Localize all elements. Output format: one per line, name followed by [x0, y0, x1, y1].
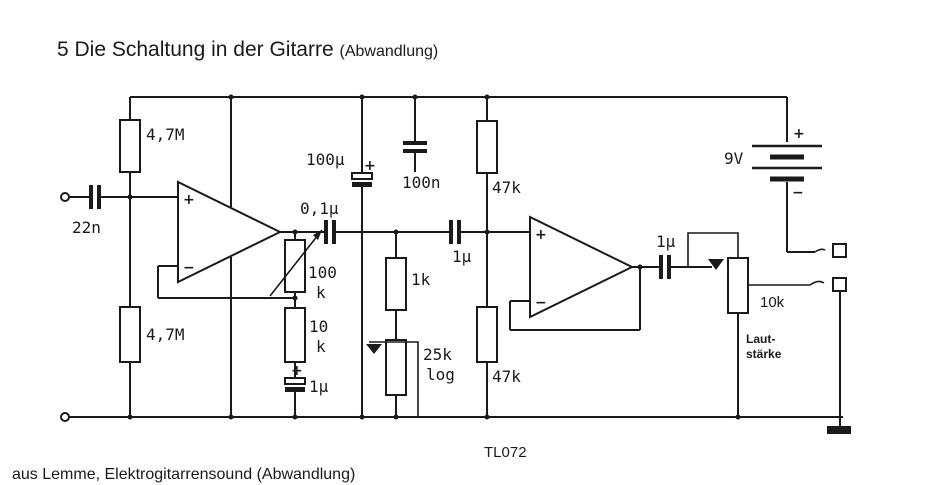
potentiometer-10k-volume	[727, 257, 749, 314]
resistor-47k-bottom	[476, 306, 498, 363]
capacitor-100u-electrolytic	[351, 172, 373, 187]
resistor-4-7m-top	[119, 119, 141, 173]
svg-text:−: −	[183, 260, 195, 276]
resistor-47k-top	[476, 120, 498, 174]
potentiometer-25k-log	[385, 339, 407, 396]
battery-plus: +	[793, 126, 805, 142]
opamp-1	[177, 180, 283, 284]
resistor-1k	[385, 257, 407, 311]
svg-text:+: +	[183, 192, 195, 208]
label-battery: 9V	[724, 149, 744, 168]
input-terminal	[60, 192, 70, 202]
ground-symbol	[827, 426, 851, 434]
capacitor-0-1u	[324, 220, 336, 244]
capacitor-22n	[89, 185, 101, 209]
svg-text:+: +	[291, 363, 303, 379]
label-r1: 4,7M	[146, 125, 185, 144]
label-c-in: 22n	[72, 218, 101, 237]
label-c-1u-low: 1µ	[309, 377, 329, 396]
label-c-out1: 0,1µ	[300, 199, 339, 218]
label-r10k-a: 10	[309, 317, 328, 336]
label-trim-a: 100	[308, 263, 337, 282]
capacitor-1u-out	[659, 255, 671, 279]
jack-output-terminal	[832, 277, 847, 292]
opamp-part-number: TL072	[484, 444, 527, 461]
label-trim-b: k	[316, 283, 326, 302]
label-c-1u-mid: 1µ	[452, 247, 472, 266]
label-pot10k: 10k	[760, 294, 785, 311]
resistor-4-7m-bottom	[119, 306, 141, 363]
battery-minus: −	[792, 185, 804, 201]
trimmer-100k	[284, 239, 306, 293]
label-vol-b: stärke	[746, 347, 782, 361]
svg-text:+: +	[535, 227, 547, 243]
svg-text:+: +	[364, 158, 376, 174]
capacitor-100n	[403, 141, 427, 153]
label-pot25-a: 25k	[423, 345, 452, 364]
volume-pot-top-wire	[687, 232, 739, 267]
pot-25k-wiper	[369, 341, 419, 417]
capacitor-1u-electrolytic	[284, 377, 306, 392]
label-r47k-bot: 47k	[492, 367, 521, 386]
title-main: 5 Die Schaltung in der Gitarre	[57, 38, 334, 61]
label-pot25-b: log	[426, 365, 455, 384]
label-r1k: 1k	[411, 270, 431, 289]
resistor-10k	[284, 307, 306, 363]
source-caption: aus Lemme, Elektrogitarrensound (Abwandl…	[12, 466, 356, 483]
label-vol-a: Laut-	[746, 332, 775, 346]
label-c-bypass: 100n	[402, 173, 441, 192]
label-c-elko: 100µ	[306, 150, 345, 169]
title-sub: (Abwandlung)	[339, 43, 439, 60]
label-c-1u-out: 1µ	[656, 232, 676, 251]
trimmer-wiper	[269, 229, 323, 297]
diagram-title: 5 Die Schaltung in der Gitarre (Abwandlu…	[57, 38, 438, 62]
capacitor-1u-mid	[449, 220, 461, 244]
label-r2: 4,7M	[146, 325, 185, 344]
label-r47k-top: 47k	[492, 178, 521, 197]
svg-text:−: −	[535, 295, 547, 311]
ground-input-terminal	[60, 412, 70, 422]
opamp-2	[529, 215, 635, 319]
battery-9v	[752, 144, 822, 182]
jack-switch-terminal	[832, 243, 847, 258]
label-r10k-b: k	[316, 337, 326, 356]
